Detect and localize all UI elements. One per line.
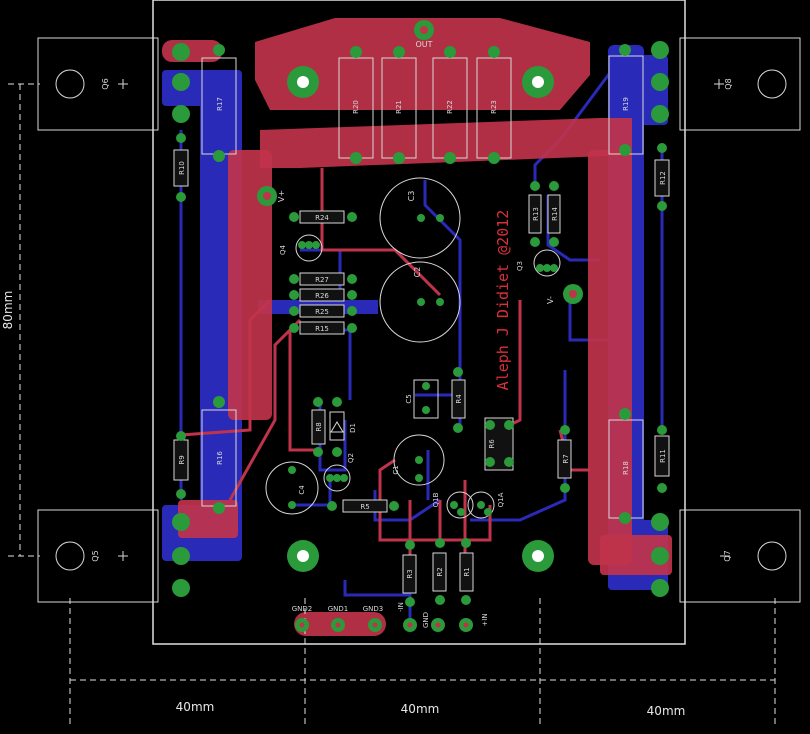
q6-label: Q6 bbox=[101, 78, 110, 89]
q8-label: Q8 bbox=[724, 78, 733, 89]
r6-label: R6 bbox=[488, 439, 496, 449]
r11-label: R11 bbox=[659, 449, 667, 463]
c5-label: C5 bbox=[405, 394, 413, 403]
q7-body bbox=[679, 509, 801, 603]
r19-label: R19 bbox=[622, 97, 630, 111]
in-minus-label: -IN bbox=[397, 602, 405, 612]
r21-label: R21 bbox=[395, 100, 403, 114]
gnd-label: GND bbox=[422, 612, 430, 628]
c1-label: C1 bbox=[392, 465, 400, 474]
r12-label: R12 bbox=[659, 171, 667, 185]
q3-label: Q3 bbox=[516, 261, 524, 271]
dimension-lines bbox=[8, 83, 776, 725]
in-plus-label: +IN bbox=[481, 613, 489, 626]
out-label: OUT bbox=[415, 40, 432, 49]
q2-label: Q2 bbox=[347, 453, 355, 463]
r13-label: R13 bbox=[532, 207, 540, 221]
d1-label: D1 bbox=[349, 423, 357, 433]
r7-label: R7 bbox=[562, 454, 570, 463]
pad-holes bbox=[263, 26, 577, 628]
q4-label: Q4 bbox=[279, 244, 287, 255]
r15-label: R15 bbox=[315, 325, 329, 333]
gnd3-label: GND3 bbox=[363, 605, 384, 613]
capacitor-bodies bbox=[265, 177, 461, 515]
r10-label: R10 bbox=[178, 161, 186, 175]
dim-width-mid-label: 40mm bbox=[401, 702, 440, 716]
dim-height-label: 80mm bbox=[1, 291, 15, 330]
mounting-holes bbox=[287, 66, 554, 572]
r24-label: R24 bbox=[315, 214, 329, 222]
r27-label: R27 bbox=[315, 276, 329, 284]
r23-label: R23 bbox=[490, 100, 498, 114]
r9-label: R9 bbox=[178, 455, 186, 464]
vminus-label: V- bbox=[546, 296, 555, 304]
q1b-label: Q1B bbox=[432, 492, 440, 507]
vplus-label: V+ bbox=[277, 190, 286, 202]
q5-label: Q5 bbox=[91, 550, 100, 561]
r14-label: R14 bbox=[551, 207, 559, 221]
c2-label: C2 bbox=[413, 267, 422, 278]
r8-label: R8 bbox=[315, 422, 323, 431]
r22-label: R22 bbox=[446, 100, 454, 114]
r26-label: R26 bbox=[315, 292, 329, 300]
r20-label: R20 bbox=[352, 100, 360, 114]
r1-label: R1 bbox=[463, 567, 471, 576]
r4-label: R4 bbox=[455, 394, 463, 404]
q7-label: Q7 bbox=[723, 550, 732, 561]
q1a-label: Q1A bbox=[497, 492, 505, 507]
r17-label: R17 bbox=[216, 97, 224, 111]
signature-label: Aleph J Didiet @2012 bbox=[494, 210, 512, 391]
board-outline bbox=[152, 0, 686, 645]
c3-label: C3 bbox=[407, 191, 416, 202]
dim-width-right-label: 40mm bbox=[647, 704, 686, 718]
r3-label: R3 bbox=[406, 569, 414, 578]
dim-width-left-label: 40mm bbox=[176, 700, 215, 714]
r5-label: R5 bbox=[360, 503, 369, 511]
r16-label: R16 bbox=[216, 451, 224, 465]
gnd1-label: GND1 bbox=[328, 605, 349, 613]
r18-label: R18 bbox=[622, 461, 630, 475]
small-transistor-bodies bbox=[295, 234, 561, 519]
gnd2-label: GND2 bbox=[292, 605, 313, 613]
r25-label: R25 bbox=[315, 308, 329, 316]
q8-body bbox=[679, 37, 801, 131]
c4-label: C4 bbox=[298, 485, 306, 495]
r2-label: R2 bbox=[436, 567, 444, 576]
